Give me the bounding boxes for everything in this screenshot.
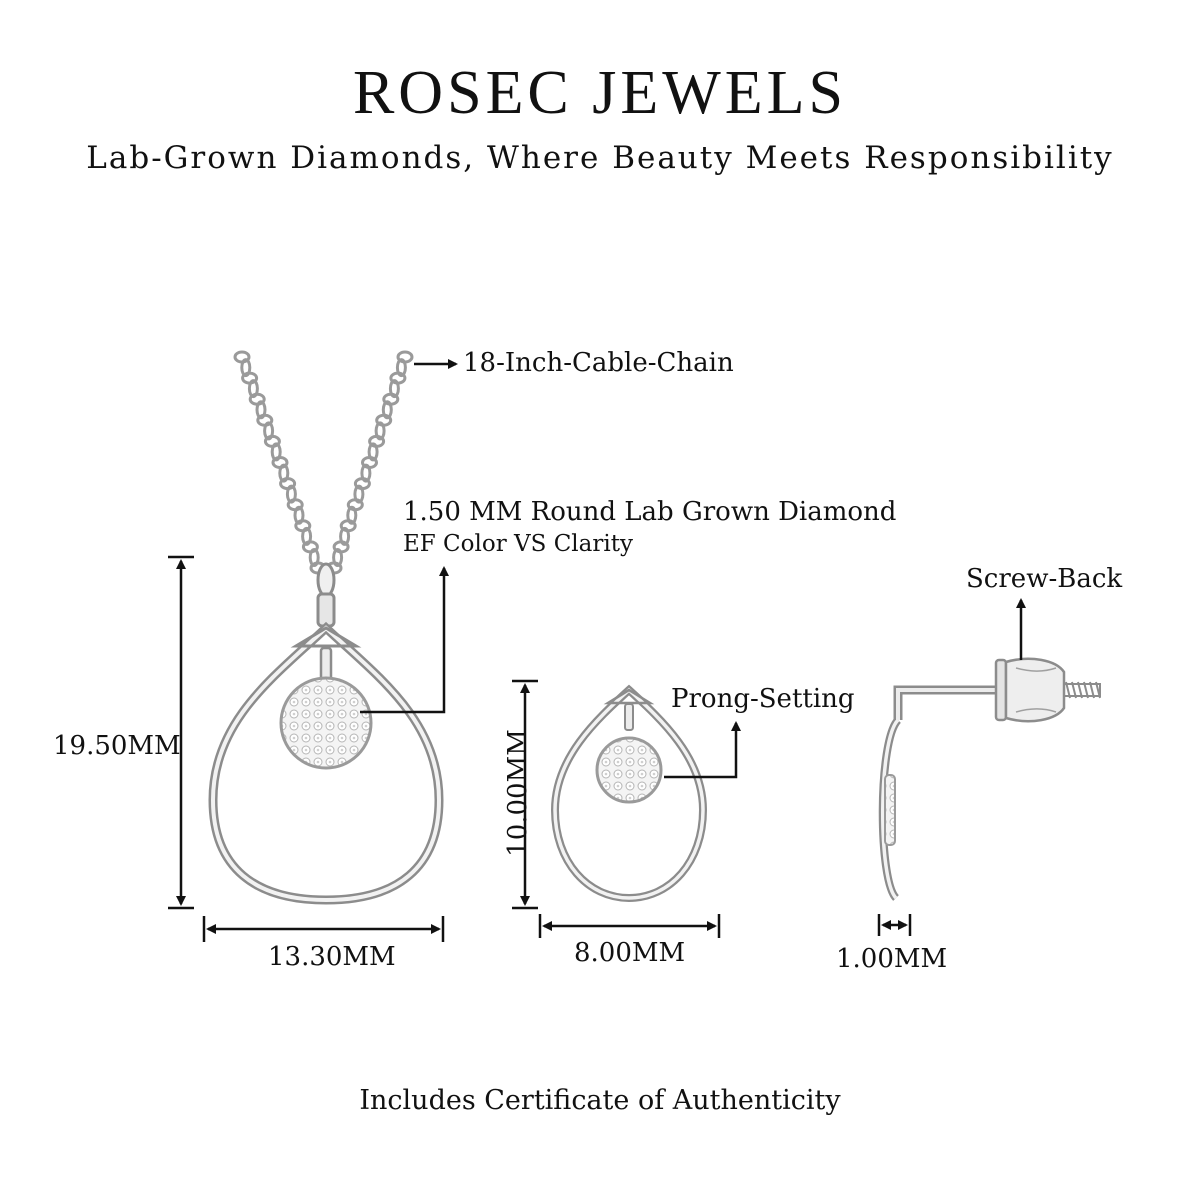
chain-link <box>255 400 267 420</box>
earring-width-dimension <box>538 914 721 938</box>
chain-link <box>367 442 379 462</box>
cable-chain <box>233 350 414 575</box>
earring-height-label: 10.00MM <box>503 729 533 857</box>
prong-setting-label: Prong-Setting <box>671 684 855 714</box>
necklace-bail <box>316 562 336 628</box>
prong-callout-arrow <box>664 721 741 779</box>
side-thickness-label: 1.00MM <box>836 944 948 974</box>
earring-height-dimension <box>512 679 538 910</box>
screw-back-label: Screw-Back <box>966 564 1123 594</box>
side-thickness-dimension <box>877 914 912 936</box>
chain-link <box>353 484 365 504</box>
necklace-width-dimension <box>202 916 445 942</box>
chain-link <box>374 421 386 441</box>
chain-link <box>381 400 393 420</box>
diamond-size-label: 1.50 MM Round Lab Grown Diamond <box>403 497 897 527</box>
brand-tagline: Lab-Grown Diamonds, Where Beauty Meets R… <box>86 140 1114 176</box>
chain-link <box>240 358 252 378</box>
diamond-grade-label: EF Color VS Clarity <box>403 531 633 557</box>
earring-diamond-disc <box>595 703 663 804</box>
chain-link <box>395 358 407 378</box>
chain-label: 18-Inch-Cable-Chain <box>463 348 734 378</box>
necklace-teardrop-frame <box>208 621 444 905</box>
necklace-height-dimension <box>168 555 194 910</box>
earring-side-view <box>878 657 1101 901</box>
chain-link <box>388 379 400 399</box>
diamond-callout-arrow <box>360 566 449 714</box>
necklace-width-label: 13.30MM <box>268 942 396 972</box>
chain-link <box>360 463 372 483</box>
chain-link <box>293 505 305 525</box>
necklace-height-label: 19.50MM <box>53 731 181 761</box>
chain-link <box>278 463 290 483</box>
earring-width-label: 8.00MM <box>574 938 686 968</box>
necklace-diamond-disc <box>279 646 373 770</box>
chain-link <box>332 548 344 567</box>
brand-title: ROSEC JEWELS <box>352 59 848 127</box>
certificate-note: Includes Certificate of Authenticity <box>359 1085 841 1116</box>
chain-link <box>263 421 275 441</box>
chain-link <box>339 526 351 546</box>
chain-link <box>301 526 313 546</box>
chain-link <box>346 505 358 525</box>
chain-link <box>308 548 320 567</box>
